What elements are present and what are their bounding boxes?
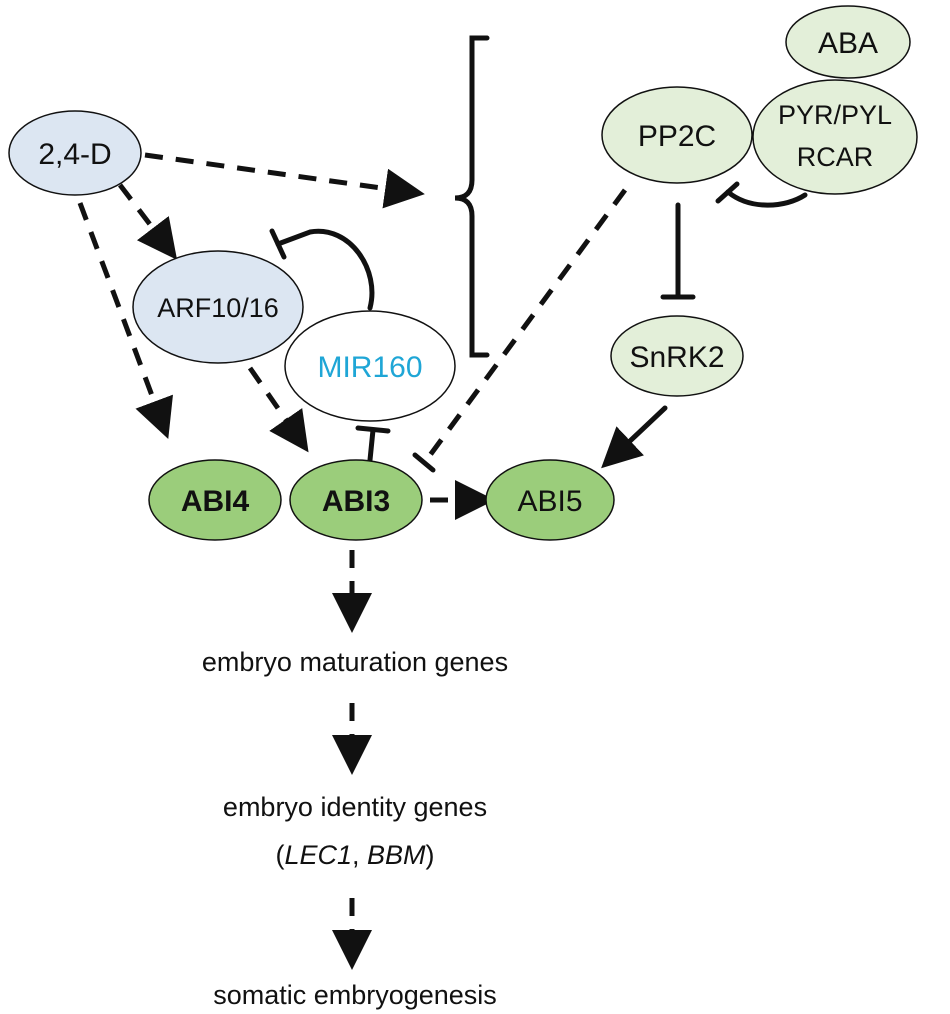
inhibit-bar-arf (269, 228, 287, 260)
step-maturation-genes: embryo maturation genes (202, 647, 508, 677)
node-mir160: MIR160 (284, 310, 456, 422)
node-aba: ABA (785, 5, 911, 79)
node-pyr-label-line2: RCAR (797, 142, 874, 172)
edge-pyr-inhibits-pp2c (725, 189, 808, 208)
node-aba-label: ABA (818, 27, 878, 60)
paren-open: ( (275, 840, 284, 870)
step-somatic-embryogenesis: somatic embryogenesis (213, 980, 497, 1010)
node-snrk2: SnRK2 (610, 315, 744, 397)
inhibit-bar-abi3 (412, 452, 436, 473)
node-abi3: ABI3 (289, 459, 423, 541)
edge-24d-to-abi4 (77, 202, 173, 440)
edge-snrk2-to-abi5 (601, 405, 668, 469)
edge-24d-to-arf (118, 183, 178, 260)
edge-mir-inhibits-arf (275, 228, 375, 311)
aba-pathway-bracket (454, 35, 490, 358)
node-abi5: ABI5 (485, 459, 615, 541)
edge-24d-to-aba-pathway (144, 152, 425, 209)
step-identity-genes-examples: (LEC1, BBM) (275, 840, 434, 870)
inhibit-bar-pp2c (715, 181, 740, 204)
node-abi4: ABI4 (148, 459, 282, 541)
node-abi5-label: ABI5 (517, 485, 582, 518)
gene-bbm: BBM (367, 840, 426, 870)
node-arf: ARF10/16 (132, 250, 304, 364)
step-identity-genes: embryo identity genes (223, 792, 487, 822)
gene-separator: , (352, 840, 367, 870)
gene-lec1: LEC1 (284, 840, 352, 870)
node-24d: 2,4-D (8, 110, 142, 196)
inhibit-bar-mir (355, 425, 391, 434)
edge-abi3-inhibits-mir (367, 427, 376, 463)
node-snrk2-label: SnRK2 (629, 341, 724, 374)
node-24d-label: 2,4-D (38, 138, 111, 171)
node-mir160-label: MIR160 (317, 351, 422, 384)
node-abi4-label: ABI4 (181, 485, 250, 518)
paren-close: ) (426, 840, 435, 870)
edge-pp2c-inhibits-abi3 (422, 188, 628, 464)
node-pyr-pyl-rcar: PYR/PYL RCAR (752, 79, 918, 195)
node-abi3-label: ABI3 (322, 485, 390, 518)
node-pyr-label-line1: PYR/PYL (778, 100, 892, 130)
node-pp2c: PP2C (601, 86, 753, 184)
node-pp2c-label: PP2C (638, 120, 716, 153)
edge-arf-to-abi3 (247, 366, 309, 453)
node-arf-label: ARF10/16 (157, 293, 279, 323)
